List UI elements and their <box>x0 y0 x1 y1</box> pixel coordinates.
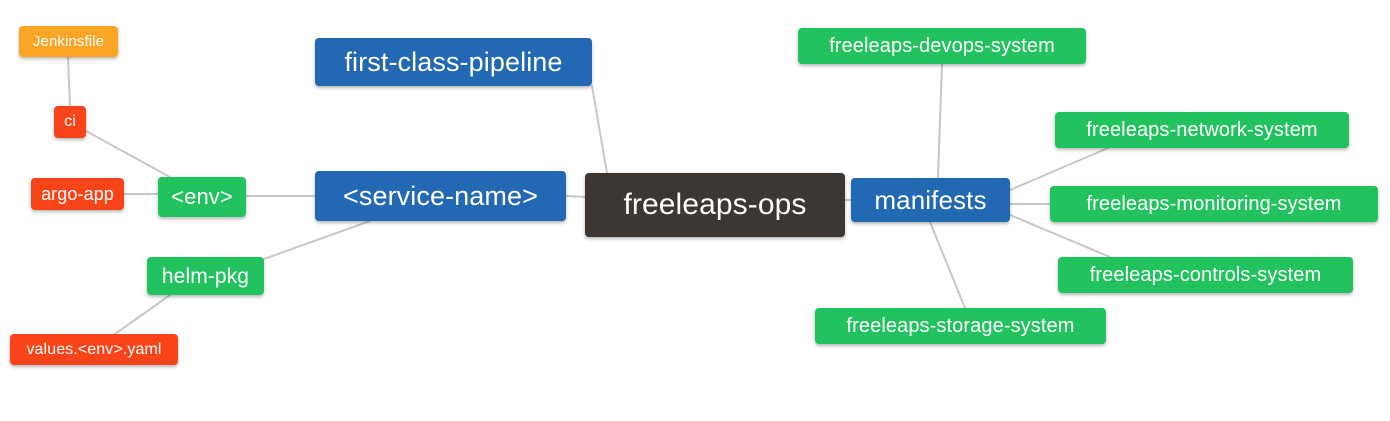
node-helm-pkg[interactable]: helm-pkg <box>147 257 264 295</box>
node-label-freeleaps-monitoring-system: freeleaps-monitoring-system <box>1086 193 1342 215</box>
node-label-freeleaps-devops-system: freeleaps-devops-system <box>829 35 1055 57</box>
edge-freeleaps-ops-to-service-name <box>565 195 586 198</box>
node-freeleaps-monitoring-system[interactable]: freeleaps-monitoring-system <box>1050 186 1378 222</box>
node-freeleaps-devops-system[interactable]: freeleaps-devops-system <box>798 28 1086 64</box>
edge-manifests-to-freeleaps-storage-system <box>929 221 966 309</box>
node-ci[interactable]: ci <box>54 106 86 138</box>
edge-freeleaps-ops-to-first-class-pipeline <box>591 85 608 174</box>
node-label-freeleaps-controls-system: freeleaps-controls-system <box>1089 264 1322 286</box>
edge-service-name-to-helm-pkg <box>263 220 371 260</box>
node-freeleaps-network-system[interactable]: freeleaps-network-system <box>1055 112 1349 148</box>
edge-manifests-to-freeleaps-network-system <box>1009 147 1109 191</box>
node-label-argo-app: argo-app <box>41 184 114 204</box>
node-label-helm-pkg: helm-pkg <box>161 264 250 288</box>
node-argo-app[interactable]: argo-app <box>31 178 124 210</box>
node-values-env-yaml[interactable]: values.<env>.yaml <box>10 334 178 365</box>
node-freeleaps-controls-system[interactable]: freeleaps-controls-system <box>1058 257 1353 293</box>
node-label-first-class-pipeline: first-class-pipeline <box>344 46 563 77</box>
edge-env-to-ci <box>85 130 171 178</box>
node-service-name[interactable]: <service-name> <box>315 171 566 221</box>
node-label-freeleaps-storage-system: freeleaps-storage-system <box>846 315 1075 337</box>
edge-manifests-to-freeleaps-devops-system <box>937 63 943 179</box>
node-manifests[interactable]: manifests <box>851 178 1010 222</box>
node-label-freeleaps-network-system: freeleaps-network-system <box>1086 119 1318 141</box>
node-label-env: <env> <box>171 184 233 209</box>
edge-helm-pkg-to-values-env-yaml <box>114 294 171 335</box>
node-label-service-name: <service-name> <box>343 180 538 211</box>
node-label-values-env-yaml: values.<env>.yaml <box>26 340 162 358</box>
node-first-class-pipeline[interactable]: first-class-pipeline <box>315 38 592 86</box>
node-freeleaps-ops[interactable]: freeleaps-ops <box>585 173 845 237</box>
node-label-freeleaps-ops: freeleaps-ops <box>623 188 807 221</box>
edge-ci-to-jenkinsfile <box>67 56 71 107</box>
node-env[interactable]: <env> <box>158 177 246 217</box>
node-label-ci: ci <box>64 113 76 130</box>
node-label-jenkinsfile: Jenkinsfile <box>32 33 105 50</box>
node-freeleaps-storage-system[interactable]: freeleaps-storage-system <box>815 308 1106 344</box>
node-label-manifests: manifests <box>874 185 987 215</box>
node-jenkinsfile[interactable]: Jenkinsfile <box>19 26 118 57</box>
